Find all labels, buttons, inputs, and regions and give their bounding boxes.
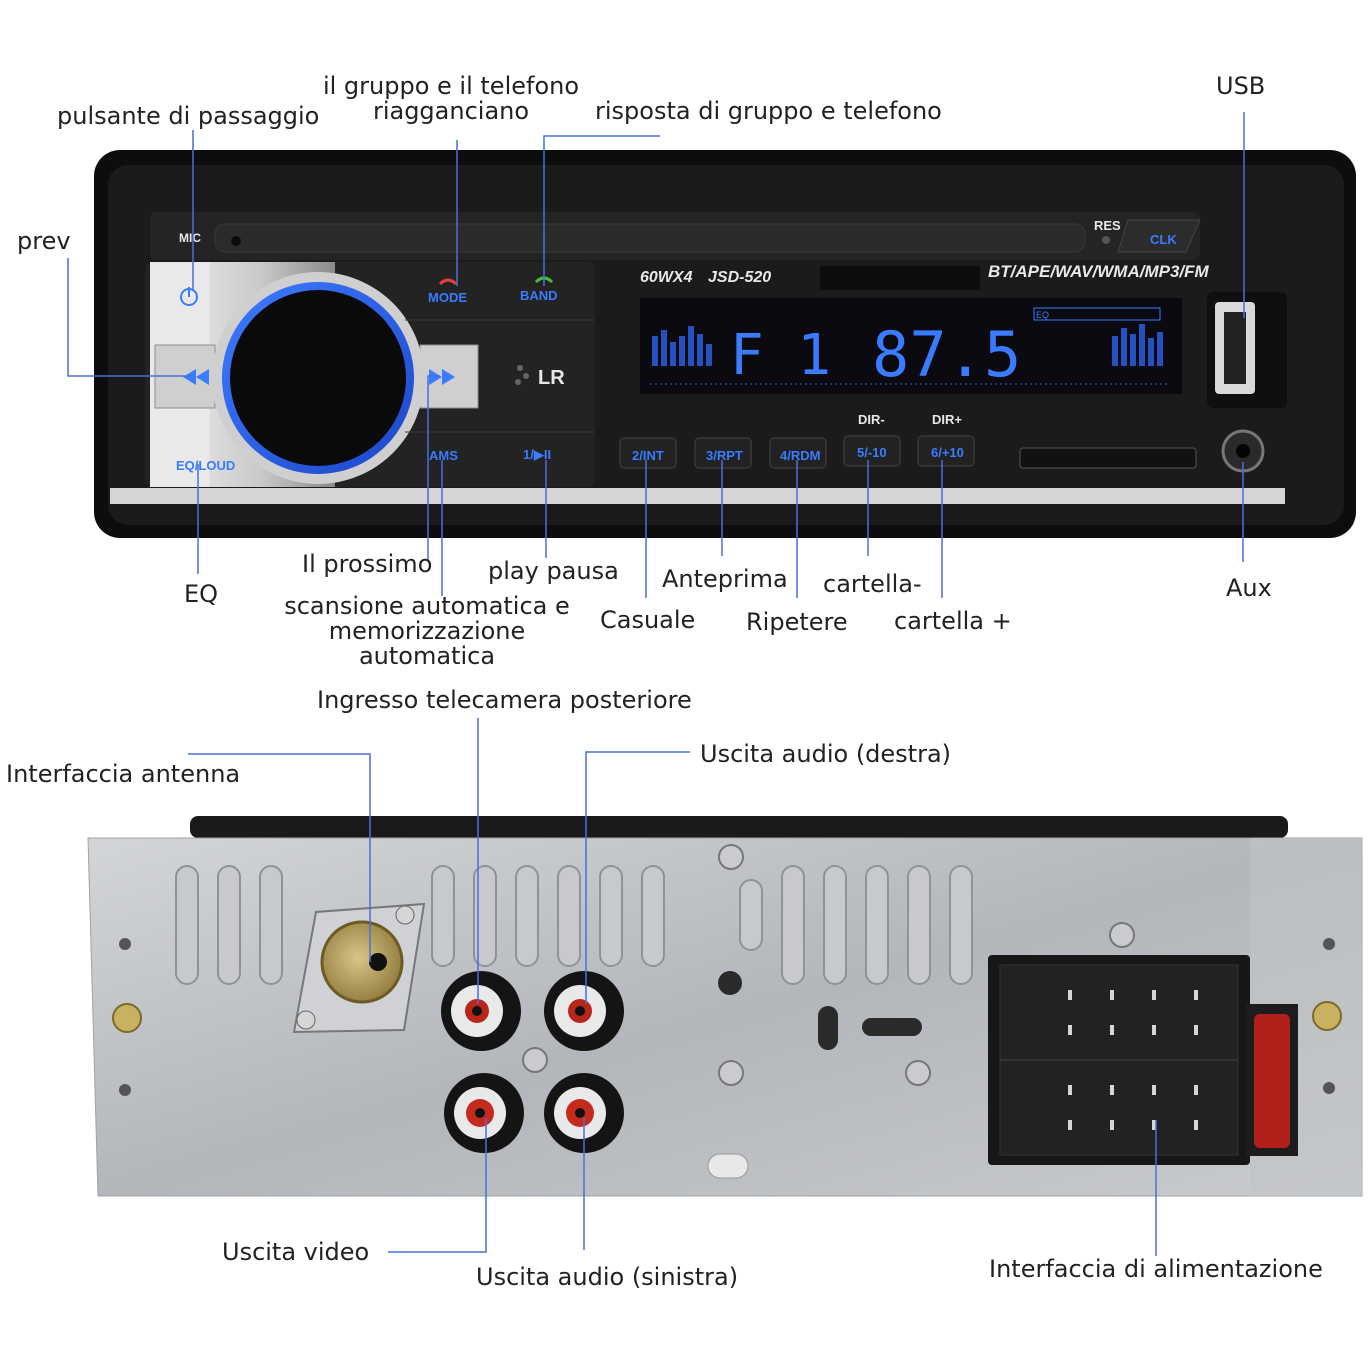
- display-band: F 1: [730, 323, 831, 388]
- clk-button[interactable]: [1117, 219, 1201, 253]
- dir-minus-text: DIR-: [858, 412, 885, 427]
- spectrum-left-icon: [652, 326, 712, 366]
- label-rear-camera: Ingresso telecamera posteriore: [317, 686, 692, 714]
- eq-loud-text[interactable]: EQ/LOUD: [176, 458, 235, 473]
- head-unit-front: MIC RES CLK EQ/LOUD MODE BAND LR: [94, 150, 1356, 538]
- label-play-pause: play pausa: [488, 557, 619, 585]
- label-folder-minus: cartella-: [823, 570, 922, 598]
- volume-knob[interactable]: [230, 290, 406, 466]
- preset-6-text: 6/+10: [931, 445, 964, 460]
- preset-2-button[interactable]: [619, 437, 677, 469]
- label-usb: USB: [1216, 72, 1266, 100]
- ams-text[interactable]: AMS: [429, 448, 458, 463]
- label-antenna: Interfaccia antenna: [6, 760, 241, 788]
- clk-text: CLK: [1150, 232, 1177, 247]
- label-aux: Aux: [1226, 574, 1272, 602]
- lr-text: LR: [538, 367, 565, 389]
- label-power-interface: Interfaccia di alimentazione: [989, 1255, 1323, 1283]
- prev-icon: [183, 369, 196, 385]
- next-icon: [442, 369, 455, 385]
- preset-5-button[interactable]: [843, 435, 901, 467]
- preset-5-text: 5/-10: [857, 445, 887, 460]
- display-frequency: 87.5: [872, 318, 1021, 391]
- play-pause-text[interactable]: 1/▶II: [523, 447, 551, 462]
- lcd-display: [640, 298, 1182, 394]
- label-next: Il prossimo: [302, 550, 433, 578]
- rear-top-edge: [190, 816, 1288, 838]
- ir-window: [820, 266, 980, 290]
- spectrum-right-icon: [1112, 324, 1163, 366]
- head-unit-rear: [87, 816, 1363, 1197]
- label-folder-plus: cartella +: [894, 607, 1012, 635]
- screw-icon: [112, 1003, 142, 1033]
- screw-icon-top: [718, 844, 744, 870]
- label-prev: prev: [17, 227, 71, 255]
- formats-text: BT/APE/WAV/WMA/MP3/FM: [988, 262, 1210, 281]
- label-repeat: Ripetere: [746, 608, 848, 636]
- dir-plus-text: DIR+: [932, 412, 962, 427]
- model-power-text: 60WX4: [640, 269, 693, 286]
- label-random: Casuale: [600, 606, 696, 634]
- label-hang-up: il gruppo e il telefono riagganciano: [322, 72, 580, 125]
- preset-4-button[interactable]: [769, 437, 827, 469]
- disc-slot: [214, 223, 1086, 253]
- hang-up-icon: [438, 278, 458, 286]
- model-name-text: JSD-520: [708, 269, 771, 286]
- speaker-dot-icon: [517, 365, 523, 371]
- preset-4-text: 4/RDM: [780, 448, 820, 463]
- preset-3-text: 3/RPT: [706, 448, 743, 463]
- preset-2-text: 2/INT: [632, 448, 664, 463]
- fuse-icon: [1254, 1014, 1290, 1148]
- res-text: RES: [1094, 218, 1121, 233]
- label-video-out: Uscita video: [222, 1238, 370, 1266]
- bottom-trim: [110, 488, 1285, 504]
- preset-buttons: 2/INT 3/RPT 4/RDM 5/-10 6/+10: [619, 435, 975, 469]
- preset-6-button[interactable]: [917, 435, 975, 467]
- display-eq-text: EQ: [1036, 310, 1049, 320]
- label-power-button: pulsante di passaggio: [57, 102, 320, 130]
- band-text[interactable]: BAND: [520, 288, 558, 303]
- vent-slots: [175, 865, 973, 985]
- label-answer: risposta di gruppo e telefono: [595, 97, 942, 125]
- chassis-hole: [718, 971, 742, 995]
- reset-hole[interactable]: [1102, 236, 1110, 244]
- label-auto-scan: scansione automatica e memorizzazione au…: [284, 592, 570, 670]
- mic-text: MIC: [179, 231, 201, 245]
- mode-text[interactable]: MODE: [428, 290, 467, 305]
- label-preview: Anteprima: [662, 565, 788, 593]
- label-audio-right: Uscita audio (destra): [700, 740, 952, 768]
- mount-hole: [119, 938, 131, 950]
- label-audio-left: Uscita audio (sinistra): [476, 1263, 739, 1291]
- screw-icon-center: [522, 1047, 548, 1073]
- preset-3-button[interactable]: [694, 437, 752, 469]
- connector-pins: [1068, 990, 1198, 1130]
- sd-card-slot[interactable]: [1019, 447, 1197, 469]
- rca-jacks: [441, 971, 624, 1153]
- mic-hole: [231, 236, 241, 246]
- eq-meter: [1033, 307, 1161, 321]
- label-eq: EQ: [184, 580, 219, 608]
- screw-icon-right: [1312, 1001, 1342, 1031]
- antenna-socket[interactable]: [320, 920, 404, 1004]
- leader-lines: [67, 112, 1245, 1256]
